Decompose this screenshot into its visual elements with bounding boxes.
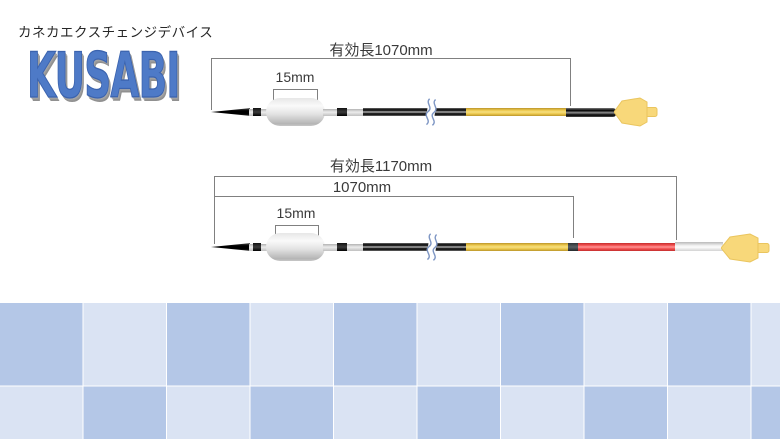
dimension-line [317,89,318,102]
shaft-break-icon [426,233,438,261]
red-extension-segment [578,243,675,251]
dimension-line [318,225,319,237]
marker-band [253,243,261,251]
marker-band [337,108,347,116]
junction-band [568,243,578,251]
dimension-line [273,89,274,102]
dimension-line [275,225,276,237]
wedge-length-label: 15mm [275,69,315,85]
hub-wings [721,233,770,263]
yellow-marker-segment [466,243,568,251]
proximal-segment [566,108,616,117]
wedge-bulge [266,233,325,261]
kusabi-logo: KUSABI [27,39,181,113]
wedge-length-label: 15mm [276,205,316,221]
dimension-line [214,176,215,244]
shaft-segment [363,243,467,251]
dimension-line [214,196,573,197]
distal-length-label: 1070mm [332,179,392,196]
hub-wings [614,97,658,127]
white-proximal-segment [675,242,723,251]
dimension-line [211,58,570,59]
dimension-line [676,176,677,240]
distal-tip [211,243,250,251]
dimension-line [211,58,212,110]
dimension-line [273,89,317,90]
page-title: カネカエクスチェンジデバイス [18,25,214,40]
shaft-break-icon [425,98,437,126]
marker-band [253,108,261,116]
dimension-line [570,58,571,106]
effective-length-label: 有効長1170mm [329,158,433,175]
dimension-line [214,176,676,177]
dimension-line [573,196,574,238]
wedge-bulge [266,98,325,126]
marker-band [337,243,347,251]
yellow-marker-segment [466,108,567,116]
dimension-line [275,225,318,226]
effective-length-label: 有効長1070mm [329,42,433,59]
shaft-segment [363,108,467,116]
checkerboard-pattern [0,303,780,439]
distal-tip [211,108,250,116]
